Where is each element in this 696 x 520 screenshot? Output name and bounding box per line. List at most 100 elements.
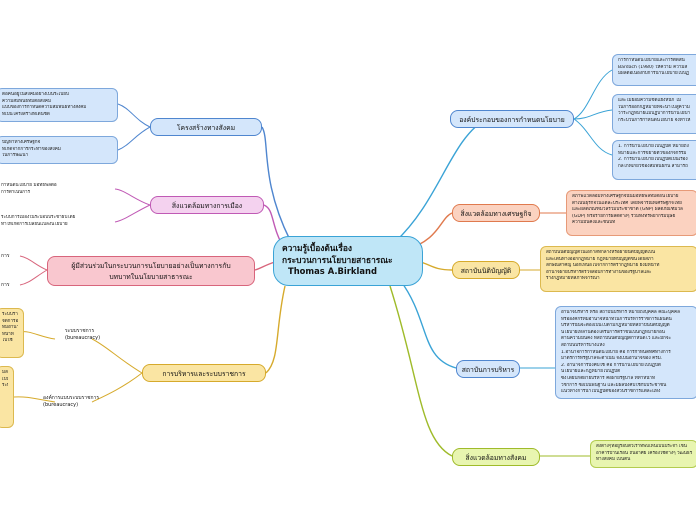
sub-line: (bureaucracy): [43, 402, 79, 408]
note-line: ระบบ: [2, 383, 8, 389]
note-line: ที่เป็นโครงสร้างที่เด่นชัด: [2, 111, 50, 117]
branch-label: สิ่งแวดล้อมทางการเมือง: [171, 201, 243, 210]
note-line: สภาพแวดล้อมทางเศรษฐกิจนั้นมีอิทธิพลที่มี…: [572, 194, 679, 199]
note-line: กระบวนการกำหนดนโยบาย จึงทำให้: [618, 117, 691, 123]
branch-political-environment[interactable]: สิ่งแวดล้อมทางการเมือง: [150, 196, 264, 214]
note-line: ทางสังคม เป็นต้น: [596, 457, 631, 463]
note-line: สถาบันบริหารบางแห่ง: [561, 342, 605, 348]
note-social-structure-2[interactable]: ปัญหาทางเศรษฐกิจ ที่เกิดจากการกระทำของสั…: [0, 136, 118, 164]
note-economic[interactable]: สภาพแวดล้อมทางเศรษฐกิจนั้นมีอิทธิพลที่มี…: [566, 190, 696, 236]
note-line: 2. การนำนโยบายไปปฏิบัติเป็นเรื่อง: [618, 157, 688, 163]
sub-line: ระบบราชการ: [65, 328, 95, 334]
note-political-2[interactable]: ระบบการเมืองในระบอบประชาธิปไตย ทำให้เกิด…: [0, 212, 115, 230]
note-participants-2[interactable]: การ: [0, 281, 20, 291]
central-line-3: Thomas A.Birkland: [288, 266, 377, 276]
note-line: (GDP) หรือรายการผลิตต่างๆ รวมทั้งทรัพยาก…: [572, 213, 676, 219]
note-line: ต่อคนอยู่ในสังคมอย่างเป็นระเบียบ: [2, 92, 69, 97]
branch-label: สิ่งแวดล้อมทางเศรษฐกิจ: [460, 209, 532, 218]
branch-label: สถาบันนิติบัญญัติ: [460, 266, 512, 275]
sub-bureaucracy[interactable]: ระบบราชการ (bureaucracy): [62, 327, 108, 345]
note-line: สถาบันนิติบัญญัติในเอกาสที่กลางหรือฝ่ายน…: [546, 250, 656, 255]
note-line: ระบบราชการ เป็นวิธีการ: [2, 312, 18, 317]
note-line: และเดินทางออกกฎหมาย กฎหมายที่บัญญัติขึ้น…: [546, 256, 654, 262]
branch-executive-institution[interactable]: สถาบันการบริหาร: [456, 360, 520, 378]
note-line: อำนาจบริหาร หรือ สถาบันบริหาร หมายถึงบุค…: [561, 310, 680, 315]
branch-label-line-2: บทบาทในนโยบายสาธารณะ: [109, 273, 193, 281]
note-line: ที่มีอำนาจ: [2, 325, 18, 331]
branch-label-line-1: ผู้มีส่วนร่วมในกระบวนการนโยบายอย่างเป็นท…: [71, 262, 231, 270]
branch-legislative-institution[interactable]: สถาบันนิติบัญญัติ: [452, 261, 520, 279]
branch-label: โครงสร้างทางสังคม: [176, 123, 236, 132]
note-policy-1[interactable]: การกำหนดนโยบายและการตัดสิน Bardach (1980…: [612, 54, 696, 86]
note-bureaucracy-2[interactable]: มีลักษณะ เป็น ระบบ: [0, 366, 14, 428]
note-line: การดำเนินการ: [1, 189, 31, 195]
note-line: แบบของการกำหนดความสัมพันธ์ทางสังคม: [2, 105, 87, 111]
branch-label: สถาบันการบริหาร: [461, 365, 515, 374]
note-line: ร่างกฎหมายที่สภาพิจารณา: [546, 276, 600, 282]
note-line: จัดการองค์การ: [2, 318, 18, 324]
note-line: หมายและการขยายตัวของกิจกรรม: [618, 150, 687, 156]
note-line: ที่เกิดจากการกระทำของสังคม: [2, 146, 61, 152]
note-line: การ: [1, 282, 10, 288]
branch-social-environment[interactable]: สิ่งแวดล้อมทางสังคม: [452, 448, 540, 466]
note-line: กลไกที่เกี่ยวข้องสัมพันธ์กัน สามารถ: [618, 163, 688, 169]
note-line: และไม่ยอมความขัดแย้งหนัก ไม่: [618, 98, 682, 103]
note-line: ความมั่นคงและชนบท: [572, 220, 616, 226]
note-line: มีผลต่อเนื่องกับการนำนโยบายไปปฏิ: [618, 71, 689, 77]
branch-formal-participants[interactable]: ผู้มีส่วนร่วมในกระบวนการนโยบายอย่างเป็นท…: [47, 256, 255, 286]
note-line: บริหารนั้นจะต้องเป็นไปตามกฎหมายที่สถาบัน…: [561, 323, 670, 329]
note-legislative[interactable]: สถาบันนิติบัญญัติในเอกาสที่กลางหรือฝ่ายน…: [540, 246, 696, 292]
note-line: สิ่งต่างๆที่อยู่รอบตัวเราที่พบเห็นเป็นปร…: [596, 444, 687, 449]
note-political-1[interactable]: กำหนดนโยบาย มีอิทธิพลต่อ การดำเนินการ: [0, 180, 115, 198]
note-line: เป็น: [2, 376, 8, 382]
sub-line: องค์การแบบระบบราชการ: [43, 395, 100, 401]
note-line: และผลิตภัณฑ์มวลรวมประชาชาติ (GNP) ผลิตภั…: [572, 207, 683, 213]
note-line: ไปใช้: [2, 338, 13, 344]
note-policy-3[interactable]: 1. การนำนโยบายไปปฏิบัติ หมายถึง หมายและก…: [612, 140, 696, 180]
note-line: วาระกฎหมายแม่ปฏิบาการนำนโยบา: [618, 111, 691, 117]
note-executive[interactable]: อำนาจบริหาร หรือ สถาบันบริหาร หมายถึงบุค…: [555, 306, 696, 399]
note-line: หรือองค์กรที่มีอำนาจหน้าที่ในการบริหารรา…: [561, 316, 672, 322]
note-social-structure-1[interactable]: ต่อคนอยู่ในสังคมอย่างเป็นระเบียบ ความสัม…: [0, 88, 118, 122]
note-line: อาคารบ้านเรือน ถิ่นอาศัย เครื่องใช้ต่างๆ…: [596, 450, 692, 456]
note-line: กำหนดนโยบาย มีอิทธิพลต่อ: [1, 183, 57, 188]
branch-label: องค์ประกอบของการกำหนดนโยบาย: [459, 115, 565, 124]
note-line: การกำหนดนโยบายและการตัดสิน: [618, 58, 685, 63]
branch-economic-environment[interactable]: สิ่งแวดล้อมทางเศรษฐกิจ: [452, 204, 540, 222]
note-line: มาตรการที่รัฐบาลจะดำเนิน จึงเป็นอำนาจของ…: [561, 356, 663, 362]
central-topic[interactable]: ความรู้เบื้องต้นเรื่อง กระบวนการนโยบายสา…: [273, 236, 423, 286]
note-line: การ: [1, 253, 10, 259]
note-line: นโยบายและกฎหมายไปปฏิบัติ: [561, 369, 621, 375]
note-line: ลักษณ์สำคัญ นอกเหนือไปจากการตรากฎหมาย ยั…: [546, 263, 660, 269]
note-policy-2[interactable]: และไม่ยอมความขัดแย้งหนัก ไม่ ในการออกกฎห…: [612, 94, 696, 134]
sub-line: (bureaucracy): [65, 335, 101, 341]
note-line: ความสัมพันธ์ที่มีต่อสังคม: [2, 98, 52, 104]
note-line: วิชาการ ซึ่งเป็นพื้นฐาน และมีผลบังคับใช้…: [561, 382, 667, 388]
note-line: ในการพัฒนา: [2, 153, 29, 159]
central-line-2: กระบวนการนโยบายสาธารณะ: [282, 254, 393, 265]
branch-social-structure[interactable]: โครงสร้างทางสังคม: [150, 118, 262, 136]
central-line-1: ความรู้เบื้องต้นเรื่อง: [282, 243, 352, 253]
note-social[interactable]: สิ่งต่างๆที่อยู่รอบตัวเราที่พบเห็นเป็นปร…: [590, 440, 696, 468]
note-participants-1[interactable]: การ: [0, 252, 20, 262]
note-line: มีลักษณะ: [2, 370, 8, 375]
note-line: หน้าที่: [2, 331, 14, 337]
sub-bureaucratic-organization[interactable]: องค์การแบบระบบราชการ (bureaucracy): [40, 394, 110, 412]
note-line: ทำให้เกิดการเปลี่ยนแปลงนโยบาย: [1, 221, 68, 227]
branch-label: การบริหารและระบบราชการ: [162, 369, 246, 378]
note-line: 1. การนำนโยบายไปปฏิบัติ หมายถึง: [618, 144, 689, 149]
note-line: ในการออกกฎหมายที่จะนำไปสู่ความ: [618, 104, 690, 110]
note-line: 1.อำนาจการกำหนดนโยบาย คือ การกำหนดทิศทาง…: [561, 349, 671, 355]
branch-policy-components[interactable]: องค์ประกอบของการกำหนดนโยบาย: [450, 110, 574, 128]
note-line: Bardach (1980) ให้ความ ความส: [618, 64, 688, 70]
note-line: แนวทางการนำไปปฏิบัติของส่วนราชการแต่ละแห…: [561, 389, 661, 395]
note-line: 2. อำนาจการบังคับใช้ คือ การนำนโยบายไปปฏ…: [561, 362, 661, 368]
branch-label: สิ่งแวดล้อมทางสังคม: [465, 453, 527, 462]
note-bureaucracy-1[interactable]: ระบบราชการ เป็นวิธีการ จัดการองค์การ ที่…: [0, 308, 24, 358]
note-line: นโยบายเหล่านี้ต้องได้รับการตราขึ้นเป็นกฎ…: [561, 329, 665, 335]
note-line: ด้านความมั่นคง ที่สถาบันนิติบัญญัติกำหนด…: [561, 336, 672, 342]
branch-administration-bureaucracy[interactable]: การบริหารและระบบราชการ: [142, 364, 266, 382]
note-line: ปัญหาทางเศรษฐกิจ: [2, 140, 41, 145]
note-line: อำนาจฝ่ายบริหารตรวจสอบการทำงานของรัฐบาลแ…: [546, 269, 652, 275]
